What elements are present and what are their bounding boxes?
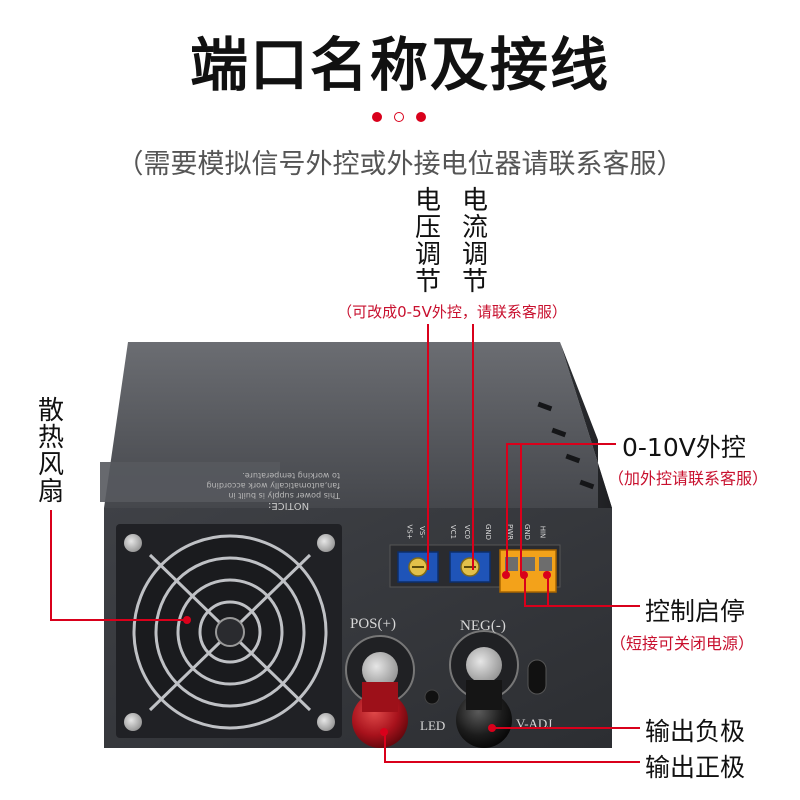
positive-output-line [384,761,640,763]
notice-title: NOTICE: [268,500,310,511]
dot-left [372,112,382,122]
positive-output-riser [384,732,386,762]
fan-line-vertical [50,510,52,620]
current-adjust-char: 流 [461,213,488,243]
vadj-label: V-ADJ [516,716,553,731]
dot-right [416,112,426,122]
external-control-note: （加外控请联系客服） [608,469,769,488]
start-stop-note: （短接可关闭电源） [610,634,755,653]
notice-line: This power supply is built in [228,491,340,500]
notice-line: fan,automatically work according [206,481,340,490]
start-stop-bracket-left [524,576,526,606]
current-adjust-label: 电 流 调 节 [460,188,490,296]
voltage-adjust-char: 节 [414,267,441,297]
fan-char: 扇 [37,477,64,507]
subtitle: （需要模拟信号外控或外接电位器请联系客服） [116,149,684,180]
voltage-adjust-label: 电 压 调 节 [413,188,443,296]
positive-output-label: 输出正极 [645,753,746,782]
start-stop-label: 控制启停 [645,597,746,626]
voltage-adjust-char: 压 [414,213,441,243]
terminal-label: GND [523,523,532,541]
voltage-adjust-char: 调 [414,240,441,270]
ext-control-line-v1 [506,443,508,575]
external-control-label: 0-10V外控 [622,433,746,462]
page-title: 端口名称及接线 [189,31,610,99]
adjust-note: （可改成0-5V外控，请联系客服） [337,303,567,321]
fan-char: 热 [37,423,64,453]
led-label: LED [420,718,446,733]
neg-label: NEG(-) [460,618,506,634]
terminal-label: VC1 [449,524,458,540]
fan-point [183,616,191,624]
voltage-adjust-line [427,324,429,570]
ext-control-line-h [506,443,616,445]
decorative-dots [370,112,430,126]
current-adjust-char: 节 [461,267,488,297]
notice-text: This power supply is built in fan,automa… [165,470,340,500]
terminal-label: HIN [538,525,547,539]
notice-line: to working temperature. [242,471,340,480]
fan-line-horizontal [50,619,188,621]
pos-label: POS(+) [350,616,396,632]
current-adjust-line [472,324,474,570]
terminal-label: VC0 [463,524,472,540]
ext-control-line-v2 [520,443,522,575]
negative-output-label: 输出负极 [645,717,746,746]
voltage-adjust-char: 电 [414,186,441,216]
start-stop-point-b [543,571,551,579]
fan-char: 风 [37,450,64,480]
terminal-label: GND [484,523,493,541]
start-stop-point-a [520,571,528,579]
fan-label: 散 热 风 扇 [36,398,66,506]
terminal-labels: VS+ VS- VC1 VC0 GND PWR GND HIN [402,524,562,544]
negative-output-line [492,727,640,729]
start-stop-bracket-right [547,576,549,606]
positive-output-point [380,728,388,736]
ext-control-point [502,571,510,579]
terminal-label: VS+ [405,524,414,540]
current-adjust-char: 调 [461,240,488,270]
fan-char: 散 [37,396,64,426]
dot-middle [394,112,404,122]
start-stop-line [524,605,640,607]
terminal-label: VS- [417,526,426,538]
negative-output-point [488,724,496,732]
current-adjust-char: 电 [461,186,488,216]
